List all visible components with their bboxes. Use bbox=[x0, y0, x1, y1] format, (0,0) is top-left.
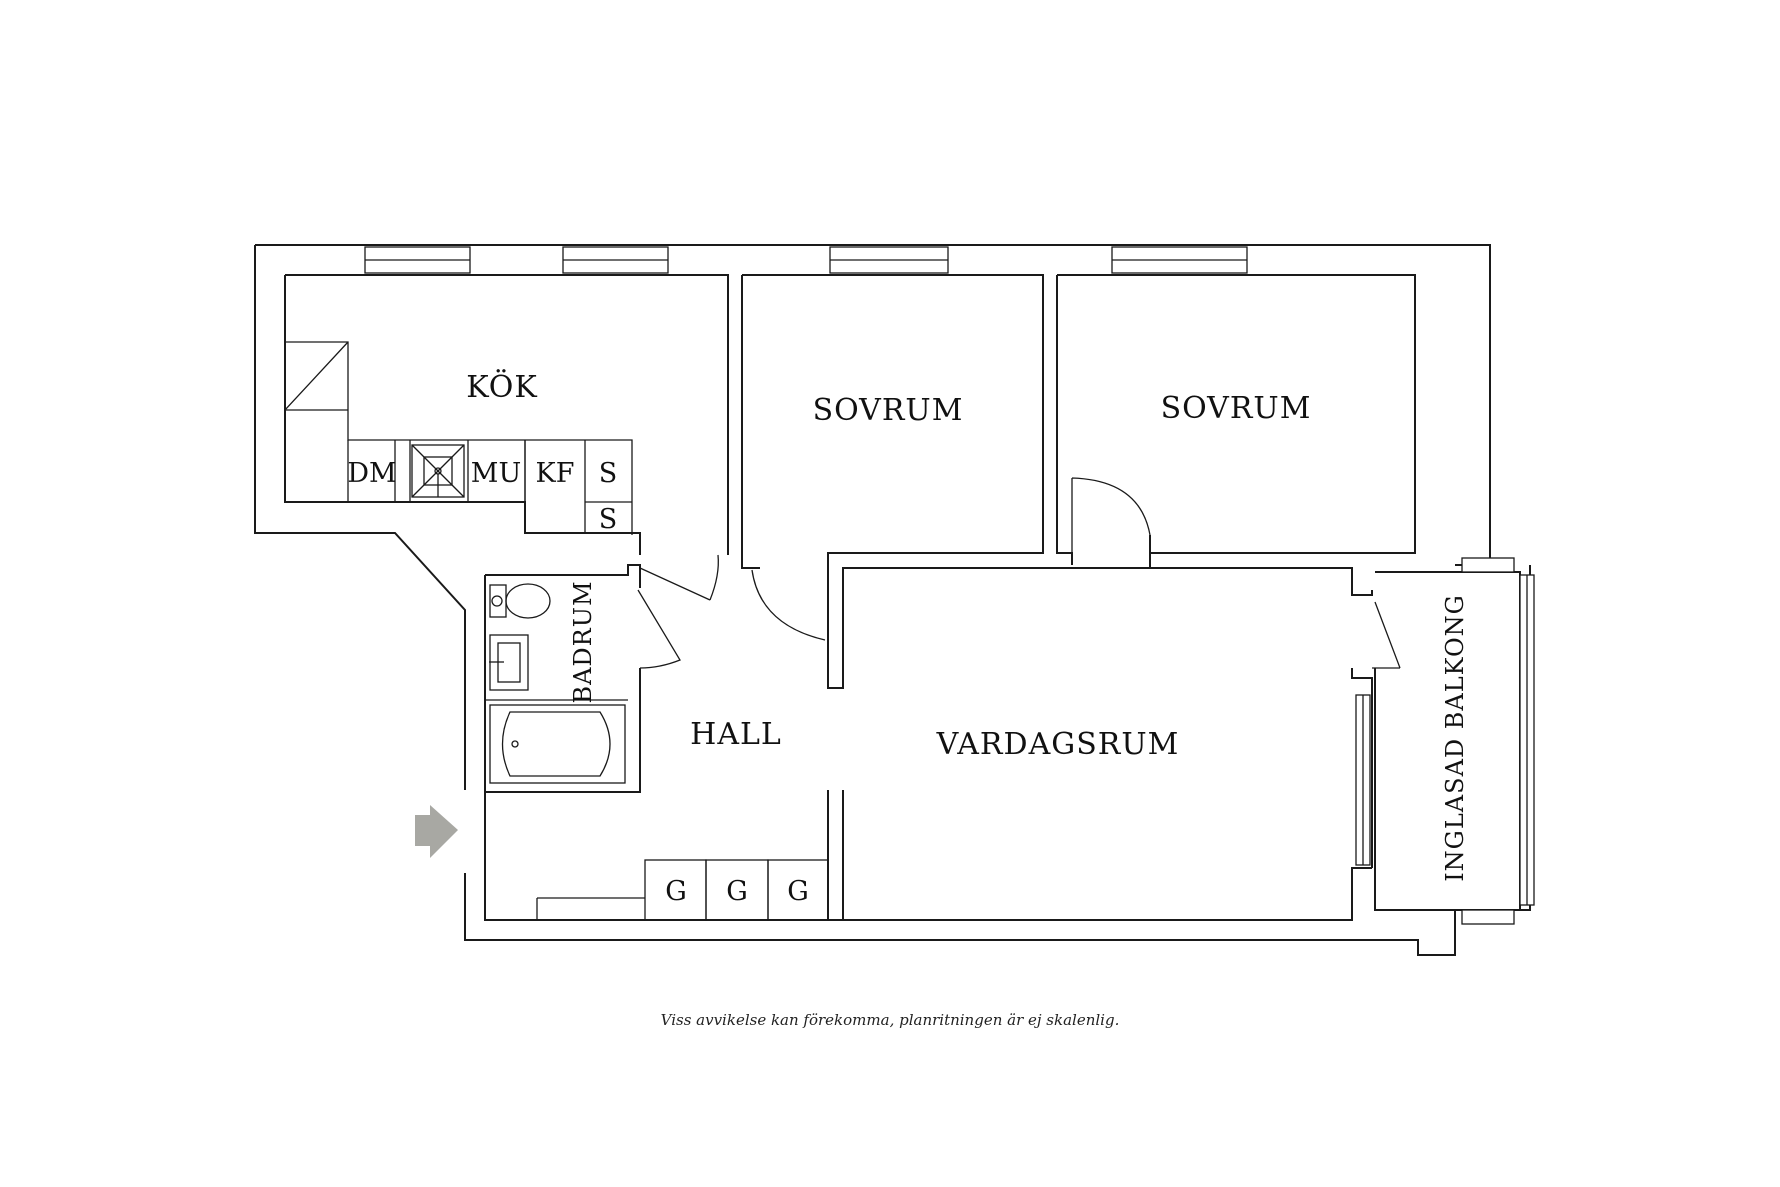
door-swing bbox=[1071, 477, 1151, 565]
sink-icon bbox=[489, 634, 529, 691]
cabinet-label: S bbox=[599, 458, 618, 489]
bedroom-1 bbox=[741, 246, 1044, 641]
entrance-arrow-icon bbox=[415, 805, 458, 858]
door-swing bbox=[1372, 601, 1401, 669]
kitchen-room bbox=[284, 246, 729, 601]
dishwasher-label: DM bbox=[347, 458, 396, 489]
living-room-label: VARDAGSRUM bbox=[936, 727, 1180, 762]
wardrobe-label: G bbox=[787, 876, 809, 907]
bathtub-icon bbox=[489, 704, 626, 784]
bathroom-room bbox=[484, 564, 681, 793]
window bbox=[1461, 557, 1515, 573]
microwave-label: MU bbox=[471, 458, 521, 489]
wardrobe-label: G bbox=[665, 876, 687, 907]
window bbox=[1461, 909, 1515, 925]
hall-label: HALL bbox=[690, 717, 782, 752]
kitchen-label: KÖK bbox=[466, 369, 538, 405]
bedroom-2 bbox=[1056, 246, 1416, 565]
wardrobe-label: G bbox=[726, 876, 748, 907]
door-swing bbox=[639, 565, 711, 601]
disclaimer-note: Viss avvikelse kan förekomma, planritnin… bbox=[661, 1011, 1120, 1029]
outer-walls bbox=[254, 244, 1531, 956]
fridge-freezer-label: KF bbox=[536, 458, 575, 489]
bedroom-1-label: SOVRUM bbox=[813, 393, 964, 428]
balcony-label: INGLASAD BALKONG bbox=[1441, 594, 1469, 882]
stove-icon bbox=[411, 444, 465, 498]
living-room bbox=[842, 553, 1401, 921]
door-swing bbox=[751, 569, 826, 641]
cabinet-label: S bbox=[599, 504, 618, 535]
bedroom-2-label: SOVRUM bbox=[1161, 391, 1312, 426]
toilet-icon bbox=[489, 583, 551, 619]
bathroom-label: BADRUM bbox=[569, 580, 597, 703]
balcony-room bbox=[1374, 557, 1535, 925]
door-swing bbox=[637, 589, 681, 669]
